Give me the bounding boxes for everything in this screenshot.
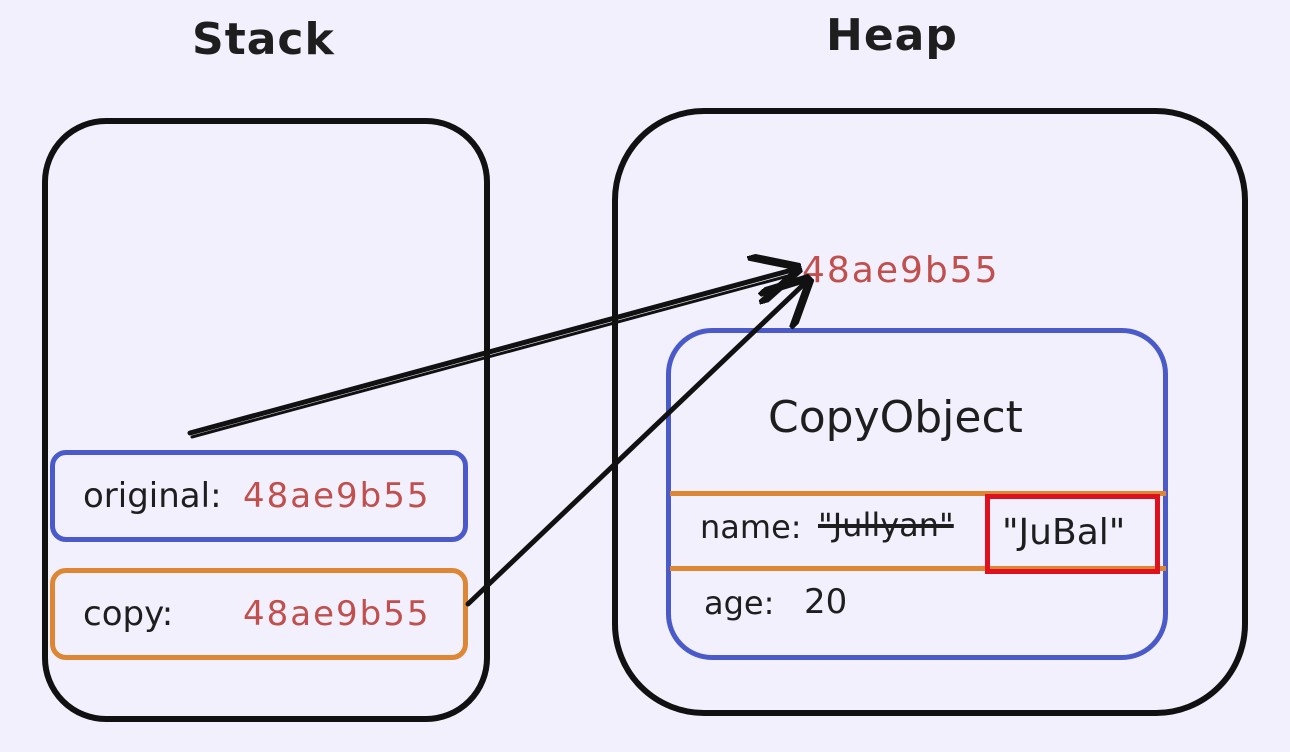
heap-container (612, 108, 1248, 716)
name-field-bottom-divider (670, 566, 1166, 571)
variable-name-copy: copy: (83, 594, 174, 634)
field-key-age: age: (704, 584, 775, 622)
variable-name-original: original: (83, 476, 222, 516)
field-new-value: "JuBal" (1002, 512, 1126, 553)
object-class-name: CopyObject (768, 392, 1023, 443)
field-value-age: 20 (804, 582, 848, 622)
arrow-original-to-heap (187, 270, 792, 439)
heap-title: Heap (826, 10, 958, 61)
name-field-top-divider (670, 491, 1166, 496)
variable-value-copy: 48ae9b55 (243, 594, 431, 634)
stack-title: Stack (192, 14, 335, 65)
heap-address-label: 48ae9b55 (802, 250, 1000, 291)
stack-container (42, 118, 490, 722)
stack-variable-copy: copy: 48ae9b55 (50, 568, 468, 660)
variable-value-original: 48ae9b55 (243, 476, 431, 516)
new-value-highlight-box (985, 494, 1160, 574)
arrow-copy-to-heap (465, 284, 804, 607)
field-key-name: name: (700, 508, 802, 546)
field-old-value-strikethrough: "Jullyan" (818, 506, 954, 544)
stack-variable-original: original: 48ae9b55 (50, 450, 468, 542)
